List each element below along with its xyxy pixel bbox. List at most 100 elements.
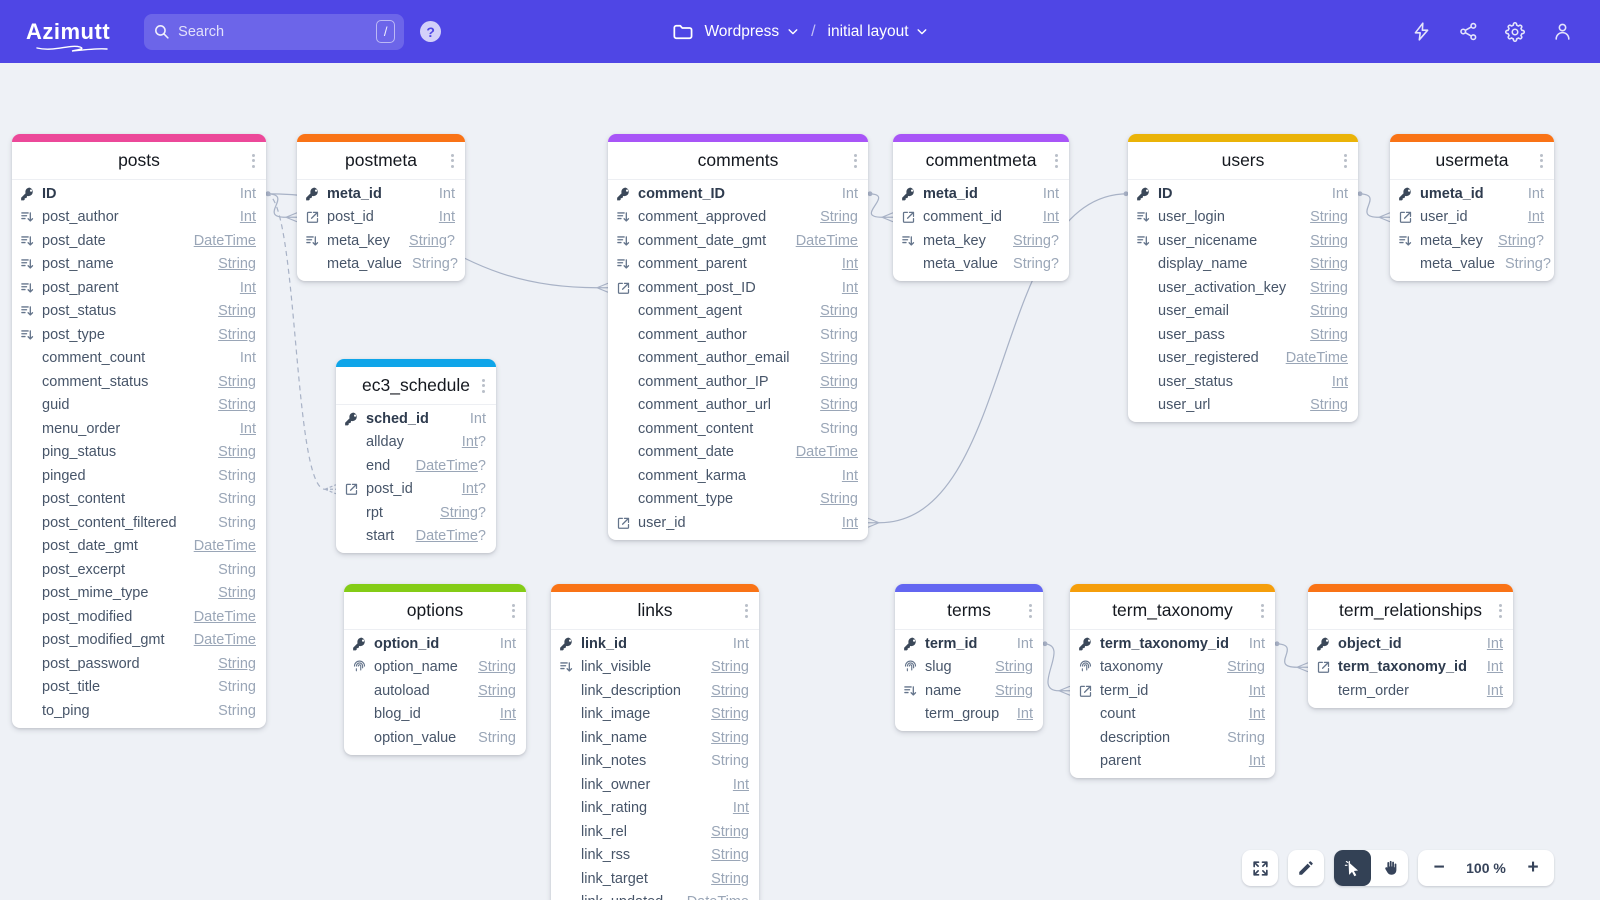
edit-button[interactable]: [1288, 850, 1324, 886]
search-box[interactable]: /: [144, 13, 405, 50]
app-logo[interactable]: Azimutt: [26, 19, 110, 52]
table-menu-button[interactable]: [248, 150, 259, 172]
table-menu-button[interactable]: [1257, 600, 1268, 622]
table-header[interactable]: term_taxonomy: [1070, 592, 1275, 630]
table-menu-button[interactable]: [1536, 150, 1547, 172]
table-header[interactable]: terms: [895, 592, 1043, 630]
search-input[interactable]: [178, 23, 377, 40]
fit-screen-button[interactable]: [1242, 850, 1278, 886]
table-menu-button[interactable]: [850, 150, 861, 172]
column-row[interactable]: link_updatedDateTime: [551, 891, 759, 900]
pan-tool-button[interactable]: [1371, 850, 1408, 886]
table-menu-button[interactable]: [508, 600, 519, 622]
table-menu-button[interactable]: [1051, 150, 1062, 172]
table-menu-button[interactable]: [1495, 600, 1506, 622]
lightning-button[interactable]: [1409, 20, 1433, 44]
user-button[interactable]: [1550, 20, 1574, 44]
table-header[interactable]: ec3_schedule: [336, 367, 496, 405]
zoom-out-button[interactable]: −: [1422, 850, 1456, 886]
table-header[interactable]: posts: [12, 142, 266, 180]
table-menu-button[interactable]: [1025, 600, 1036, 622]
settings-button[interactable]: [1503, 20, 1527, 44]
project-selector[interactable]: Wordpress: [704, 23, 799, 41]
share-button[interactable]: [1456, 20, 1480, 44]
table-header[interactable]: usermeta: [1390, 142, 1554, 180]
zoom-in-button[interactable]: +: [1516, 850, 1550, 886]
table-menu-button[interactable]: [1340, 150, 1351, 172]
table-menu-button[interactable]: [741, 600, 752, 622]
